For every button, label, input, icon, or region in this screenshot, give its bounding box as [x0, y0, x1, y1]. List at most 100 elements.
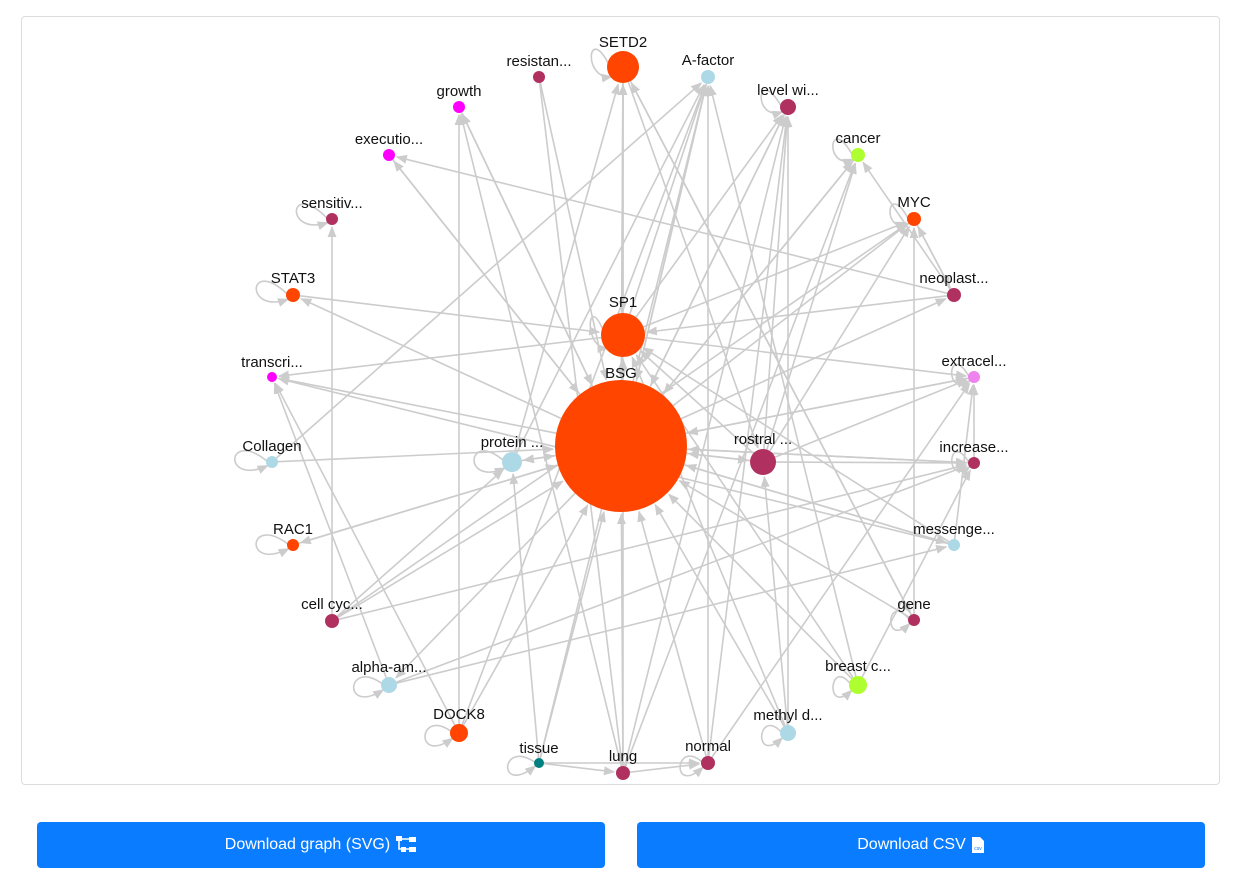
self-loop-edge [352, 676, 385, 699]
graph-edge [663, 159, 855, 395]
node-label-lung: lung [609, 748, 637, 765]
node-executio[interactable] [383, 149, 395, 161]
node-label-cancer: cancer [835, 130, 880, 147]
graph-edge [680, 297, 947, 420]
node-label-tissue: tissue [519, 740, 558, 757]
node-stat3[interactable] [286, 288, 300, 302]
node-label-transcri: transcri... [241, 354, 303, 371]
graph-edge [509, 472, 540, 759]
self-loop-edge [950, 363, 971, 391]
node-label-increase: increase... [939, 439, 1008, 456]
node-resistan[interactable] [533, 71, 545, 83]
node-breastc[interactable] [849, 676, 867, 694]
graph-edge [275, 82, 703, 459]
graph-edge [624, 162, 856, 767]
download-csv-button[interactable]: Download CSV csv [637, 822, 1205, 868]
graph-edge [861, 469, 972, 678]
csv-file-icon: csv [971, 836, 985, 854]
node-bsg[interactable] [555, 380, 687, 512]
graph-nodes[interactable] [266, 51, 980, 780]
self-loop-edge [589, 315, 609, 353]
graph-edge [685, 463, 949, 545]
self-loop-edge [950, 451, 971, 477]
node-label-myc: MYC [897, 194, 931, 211]
node-normal[interactable] [701, 756, 715, 770]
node-rostral[interactable] [750, 449, 776, 475]
node-label-dock8: DOCK8 [433, 706, 485, 723]
node-growth[interactable] [453, 101, 465, 113]
download-graph-svg-button[interactable]: Download graph (SVG) [37, 822, 605, 868]
node-methyld[interactable] [780, 725, 796, 741]
self-loop-edge [832, 676, 853, 701]
node-rac1[interactable] [287, 539, 299, 551]
node-extracel[interactable] [968, 371, 980, 383]
sitemap-icon [395, 835, 417, 855]
node-label-sensitiv: sensitiv... [301, 195, 362, 212]
node-sp1[interactable] [601, 313, 645, 357]
node-levelwi[interactable] [780, 99, 796, 115]
node-collagen[interactable] [266, 456, 278, 468]
graph-edge [338, 462, 968, 621]
self-loop-edge [760, 724, 784, 748]
graph-edge [643, 221, 907, 328]
node-transcri[interactable] [267, 372, 277, 382]
node-gene[interactable] [908, 614, 920, 626]
graph-edge [763, 115, 792, 450]
graph-edge [916, 224, 951, 289]
node-label-alphaam: alpha-am... [351, 659, 426, 676]
self-loop-edge [506, 755, 537, 776]
node-label-executio: executio... [355, 131, 423, 148]
graph-edge [298, 464, 557, 545]
node-label-setd2: SETD2 [599, 34, 647, 51]
node-neoplast[interactable] [947, 288, 961, 302]
graph-edge [543, 762, 616, 776]
node-afactor[interactable] [701, 70, 715, 84]
node-cancer[interactable] [851, 148, 865, 162]
self-loop-edge [832, 138, 855, 168]
node-messenge[interactable] [948, 539, 960, 551]
download-graph-svg-label: Download graph (SVG) [224, 836, 391, 853]
node-setd2[interactable] [607, 51, 639, 83]
node-label-neoplast: neoplast... [919, 270, 988, 287]
node-protein[interactable] [502, 452, 522, 472]
self-loop-edge [295, 203, 329, 230]
node-label-levelwi: level wi... [757, 82, 819, 99]
graph-edge [273, 382, 387, 678]
graph-edge [630, 81, 912, 616]
self-loop-edge [473, 450, 507, 477]
node-alphaam[interactable] [381, 677, 397, 693]
self-loop-edge [760, 89, 784, 120]
graph-edge [650, 113, 786, 387]
graph-edge [629, 760, 701, 773]
node-increase[interactable] [968, 457, 980, 469]
graph-edge [708, 84, 857, 677]
node-label-cellcyc: cell cyc... [301, 596, 363, 613]
graph-edge [629, 84, 707, 315]
graph-edge [299, 295, 601, 336]
node-lung[interactable] [616, 766, 630, 780]
node-label-growth: growth [436, 83, 481, 100]
graph-edge [277, 336, 602, 380]
self-loop-edge [255, 534, 290, 558]
graph-edge [396, 465, 968, 683]
graph-edge [708, 115, 791, 757]
graph-edge [539, 82, 609, 381]
graph-edge [637, 510, 707, 757]
graph-edge [458, 113, 623, 767]
graph-edge [644, 336, 968, 380]
node-tissue[interactable] [534, 758, 544, 768]
node-label-rostral: rostral ... [734, 431, 792, 448]
node-label-bsg: BSG [605, 365, 637, 382]
node-myc[interactable] [907, 212, 921, 226]
graph-edge [623, 115, 788, 767]
node-cellcyc[interactable] [325, 614, 339, 628]
graph-edge [775, 458, 968, 468]
node-dock8[interactable] [450, 724, 468, 742]
graph-edge [642, 347, 950, 543]
graph-edge [678, 480, 910, 618]
node-sensitiv[interactable] [326, 213, 338, 225]
node-label-messenge: messenge... [913, 521, 995, 538]
graph-edge [515, 84, 705, 454]
